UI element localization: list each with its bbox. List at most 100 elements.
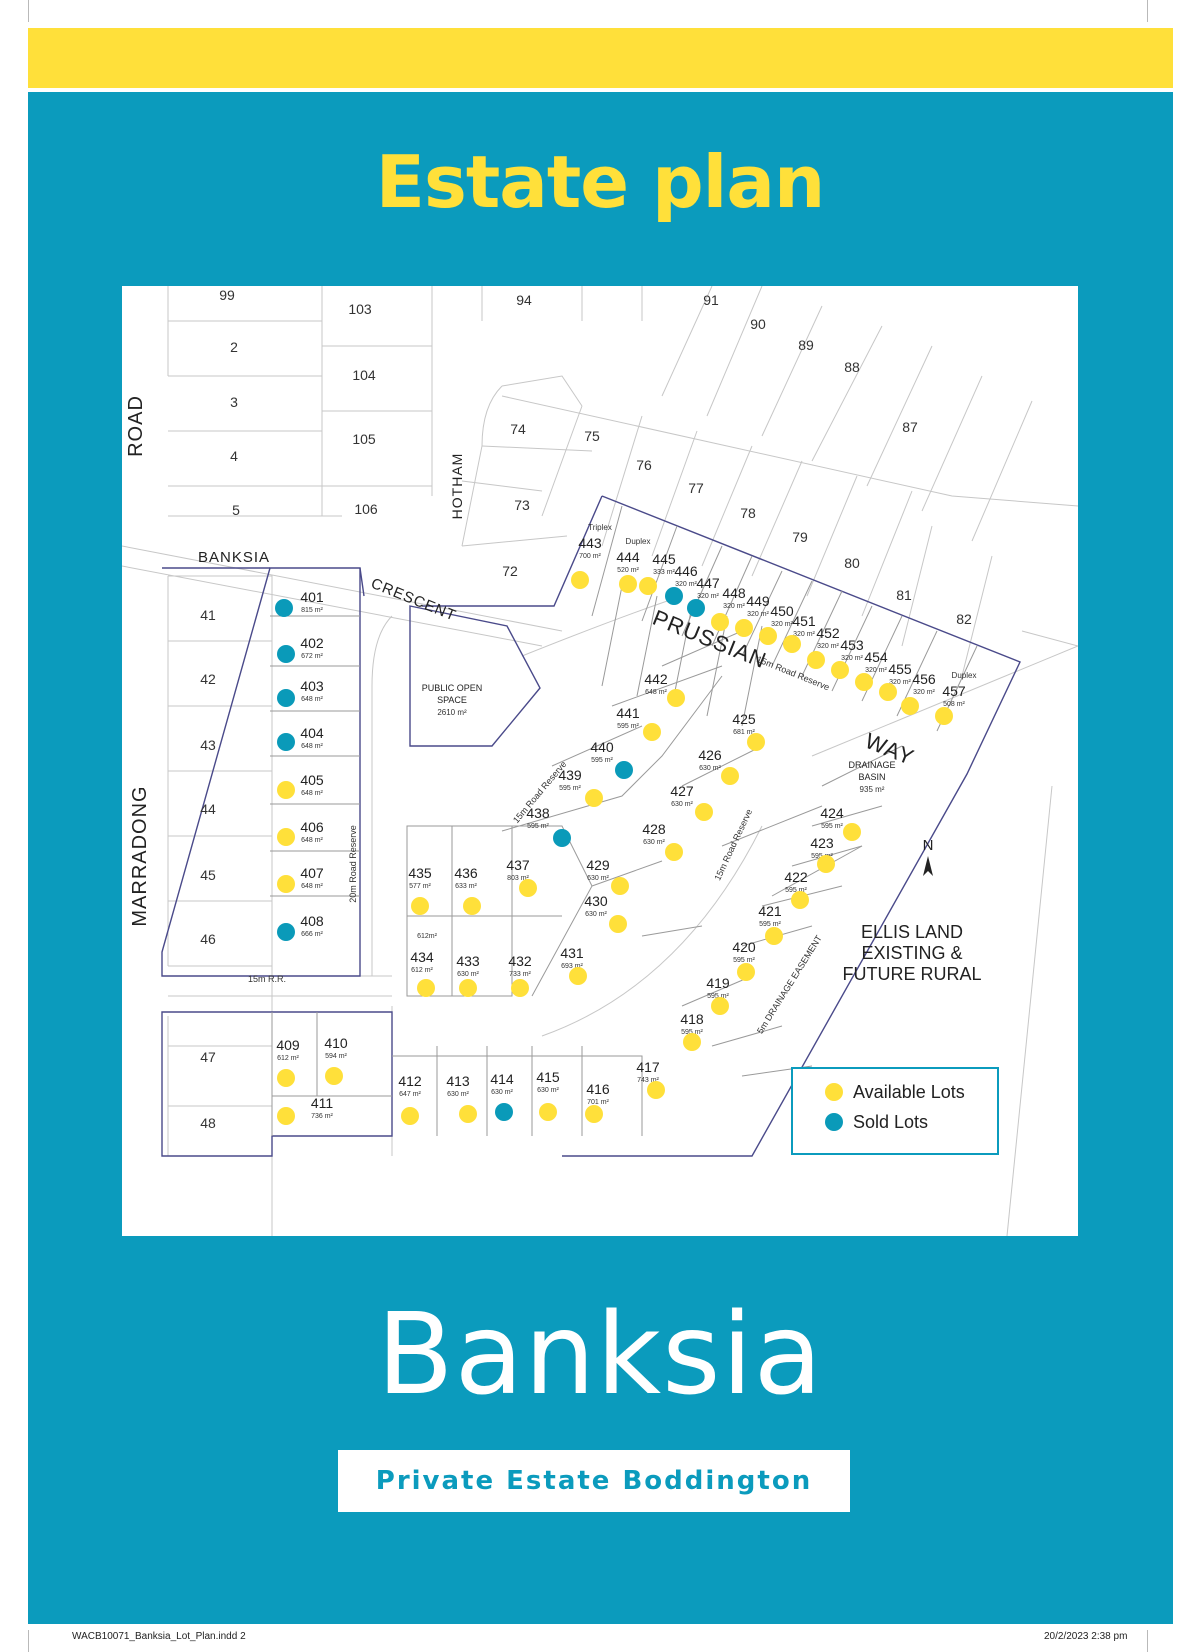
lot-status-dot (721, 767, 739, 785)
crop-mark (28, 1630, 29, 1652)
lot-status-dot (417, 979, 435, 997)
neighbour-lot-105: 105 (352, 431, 376, 447)
lot-status-dot (611, 877, 629, 895)
lot-status-dot (817, 855, 835, 873)
lot-status-dot (553, 829, 571, 847)
lot-status-dot (569, 967, 587, 985)
neighbour-lot-73: 73 (514, 497, 530, 513)
neighbour-lot-79: 79 (792, 529, 808, 545)
lot-status-dot (571, 571, 589, 589)
crop-mark (1147, 0, 1148, 22)
lot-status-dot (791, 891, 809, 909)
lot-number: 411 (311, 1095, 334, 1111)
neighbour-lot-5: 5 (232, 502, 240, 518)
lot-area: 630 m² (491, 1089, 513, 1096)
lot-area: 595 m² (681, 1029, 703, 1036)
lot-area: 595 m² (759, 921, 781, 928)
neighbour-lot-75: 75 (584, 428, 600, 444)
lot-area: 672 m² (301, 653, 323, 660)
lot-status-dot (807, 651, 825, 669)
lot-area: 320 m² (817, 643, 839, 650)
street-name: CRESCENT (369, 575, 459, 625)
lot-area: 630 m² (447, 1091, 469, 1098)
area-name: SPACE (437, 695, 467, 705)
lot-area: 595 m² (527, 823, 549, 830)
lot-452: 452 320 m² (807, 625, 840, 669)
lot-area: 595 m² (733, 957, 755, 964)
lot-number: 420 (732, 939, 756, 955)
neighbour-lot-47: 47 (200, 1049, 216, 1065)
lot-status-dot (277, 1069, 295, 1087)
lot-number: 441 (616, 705, 640, 721)
lot-number: 447 (696, 575, 720, 591)
crop-mark (28, 0, 29, 22)
lot-number: 452 (816, 625, 840, 641)
lot-number: 408 (300, 913, 324, 929)
lot-number: 436 (454, 865, 478, 881)
lot-number: 425 (732, 711, 756, 727)
lot-status-dot (411, 897, 429, 915)
lot-number: 403 (300, 678, 324, 694)
lot-area: 595 m² (707, 993, 729, 1000)
lot-status-dot (695, 803, 713, 821)
lot-status-dot (277, 781, 295, 799)
lot-number: 437 (506, 857, 530, 873)
neighbour-lot-42: 42 (200, 671, 216, 687)
lot-status-dot (275, 599, 293, 617)
lot-status-dot (711, 997, 729, 1015)
area-name: BASIN (858, 772, 885, 782)
lot-status-dot (609, 915, 627, 933)
neighbour-lot-3: 3 (230, 394, 238, 410)
lot-area: 320 m² (793, 631, 815, 638)
lot-number: 410 (324, 1035, 348, 1051)
lot-number: 424 (820, 805, 844, 821)
lot-status-dot (401, 1107, 419, 1125)
neighbour-lot-46: 46 (200, 931, 216, 947)
lot-status-dot (325, 1067, 343, 1085)
lot-status-dot (737, 963, 755, 981)
street-name: MARRADONG (129, 785, 151, 926)
neighbour-lot-72: 72 (502, 563, 518, 579)
lot-number: 430 (584, 893, 608, 909)
lot-area: 594 m² (325, 1053, 347, 1060)
lot-number: 431 (560, 945, 584, 961)
lot-status-dot (765, 927, 783, 945)
lot-area: 320 m² (723, 603, 745, 610)
lot-area: 815 m² (301, 607, 323, 614)
lot-status-dot (639, 577, 657, 595)
lot-area: 630 m² (671, 801, 693, 808)
lot-number: 426 (698, 747, 722, 763)
road-reserve-label: 5m DRAINAGE EASEMENT (755, 933, 824, 1035)
lot-area: 577 m² (409, 883, 431, 890)
lot-number: 401 (300, 589, 324, 605)
lot-number: 405 (300, 772, 324, 788)
street-name: HOTHAM (449, 453, 465, 520)
page-title: Estate plan (375, 140, 825, 224)
street-name: ROAD (125, 395, 147, 457)
lot-area: 520 m² (617, 567, 639, 574)
neighbour-lot-82: 82 (956, 611, 972, 627)
neighbour-lot-43: 43 (200, 737, 216, 753)
lot-status-dot (783, 635, 801, 653)
legend-available-swatch (825, 1083, 843, 1101)
lot-area: 648 m² (645, 689, 667, 696)
lot-number: 413 (446, 1073, 470, 1089)
lot-number: 454 (864, 649, 888, 665)
lot-number: 428 (642, 821, 666, 837)
lot-type-note: Duplex (952, 671, 977, 680)
lot-area: 630 m² (537, 1087, 559, 1094)
neighbour-lot-4: 4 (230, 448, 238, 464)
lot-number: 407 (300, 865, 324, 881)
lot-status-dot (687, 599, 705, 617)
neighbour-lot-104: 104 (352, 367, 376, 383)
